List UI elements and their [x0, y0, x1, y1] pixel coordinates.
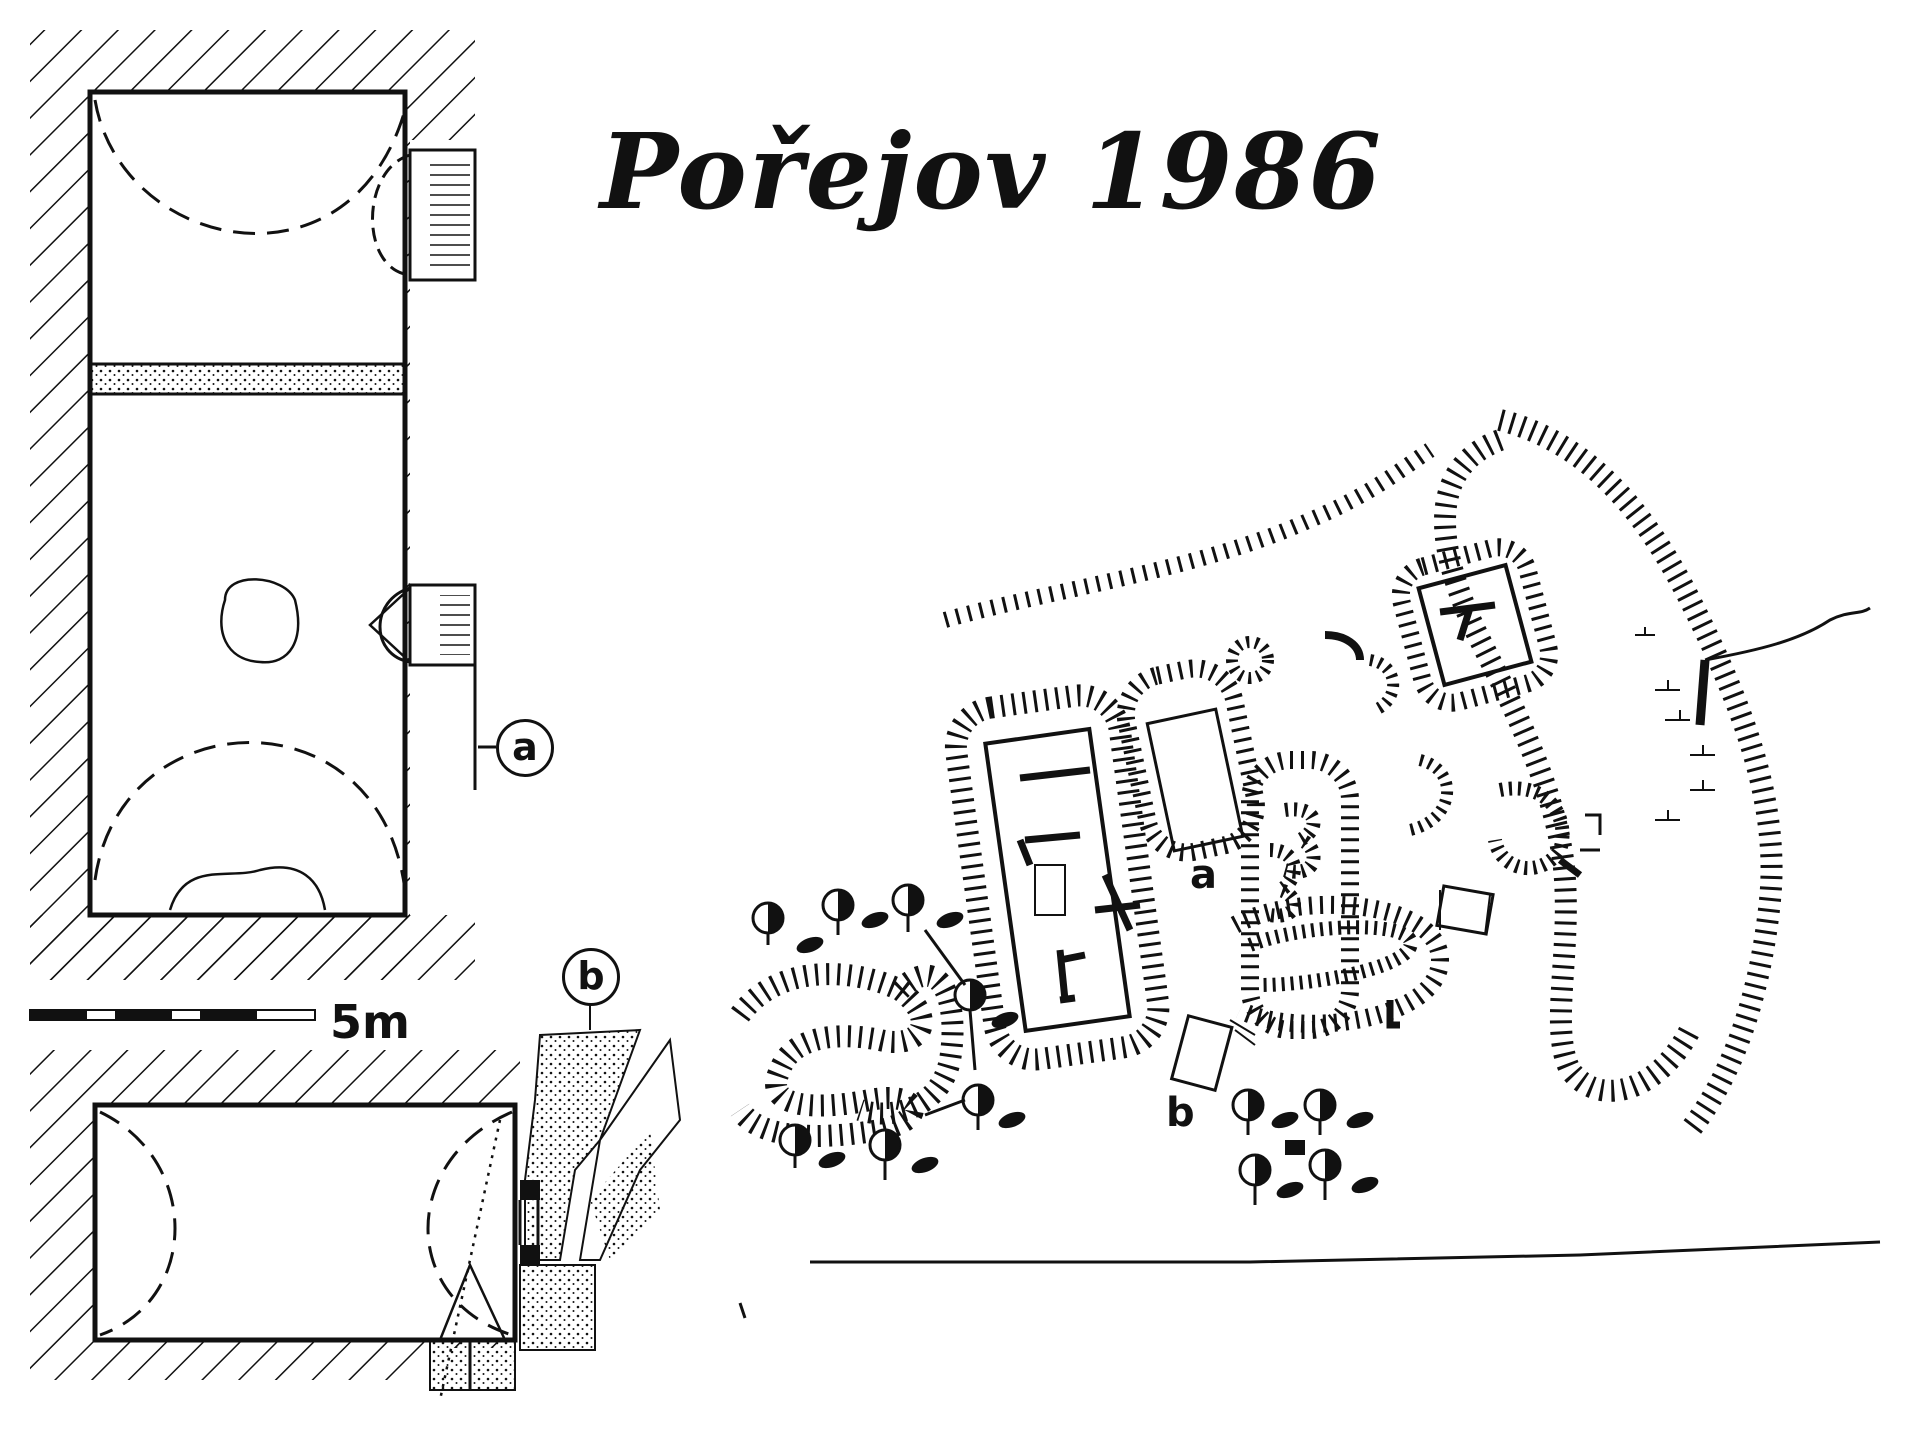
tree-icon — [1238, 1153, 1304, 1205]
tree-icon — [891, 883, 964, 932]
tree-icon — [868, 1128, 939, 1180]
stream — [1704, 606, 1871, 662]
sheet-title: Pořejov 1986 — [600, 110, 1383, 233]
label-b-site: b — [1166, 1090, 1195, 1136]
label-a-site: a — [1190, 852, 1217, 898]
label-b-section: b — [562, 948, 620, 1006]
tree-icon — [923, 929, 1019, 1071]
ground-line — [810, 1240, 1881, 1264]
tree-icon — [924, 1083, 1026, 1130]
tree-icon — [1303, 1088, 1374, 1135]
rampart-outer — [1497, 409, 1783, 1137]
tree-icon — [1308, 1148, 1379, 1200]
tree-icon — [751, 901, 824, 954]
plan-wall-hatch — [30, 30, 475, 980]
grass-tufts — [1635, 627, 1715, 821]
site-plan — [730, 409, 1871, 1147]
tree-icon — [778, 1123, 846, 1169]
scale-bar — [29, 1009, 316, 1021]
tree-symbols — [751, 883, 1379, 1205]
cellar-section — [30, 1000, 682, 1401]
cellar-plan — [30, 30, 477, 980]
tree-icon — [821, 888, 889, 935]
label-a-plan: a — [496, 719, 554, 777]
plan-partition — [88, 362, 407, 396]
tree-icon — [1231, 1088, 1299, 1135]
scale-bar-label: 5m — [330, 995, 410, 1049]
plan-room-outline — [87, 89, 408, 918]
terrace-edge — [942, 443, 1435, 628]
